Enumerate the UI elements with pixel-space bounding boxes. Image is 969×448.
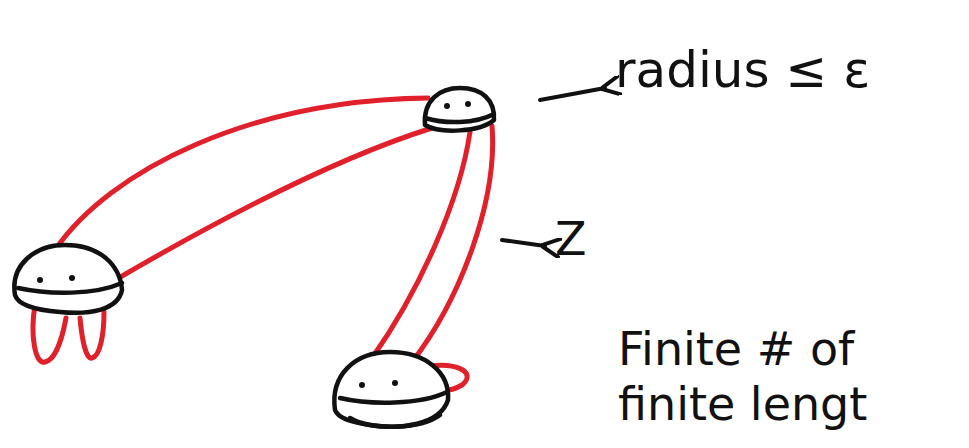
ball-equator xyxy=(18,283,122,293)
leader-arrows xyxy=(502,88,605,246)
dot xyxy=(359,382,365,388)
ball-equator xyxy=(340,392,447,403)
red-curve xyxy=(372,132,470,358)
dot xyxy=(465,101,471,107)
sketch-label: Z xyxy=(555,212,635,267)
red-curve xyxy=(412,126,493,362)
red-curve xyxy=(55,98,428,250)
red-loop xyxy=(80,312,104,358)
dot xyxy=(69,275,75,281)
red-curves xyxy=(33,98,493,391)
leader-arrow xyxy=(502,240,545,246)
ball-blob xyxy=(14,245,122,313)
ball-equator xyxy=(425,114,494,122)
ball-dots xyxy=(37,101,471,388)
sketch-label: radius ≤ ε xyxy=(615,40,969,100)
ball-blob xyxy=(425,88,494,131)
ball-blob xyxy=(334,352,448,427)
dot xyxy=(392,380,398,386)
ball-blobs xyxy=(14,88,494,427)
dot xyxy=(444,103,450,109)
ball-equator xyxy=(350,415,440,427)
sketch-label: Finite # of finite lengt xyxy=(618,322,958,432)
red-curve xyxy=(105,128,432,286)
leader-arrow xyxy=(540,88,605,100)
dot xyxy=(37,277,43,283)
